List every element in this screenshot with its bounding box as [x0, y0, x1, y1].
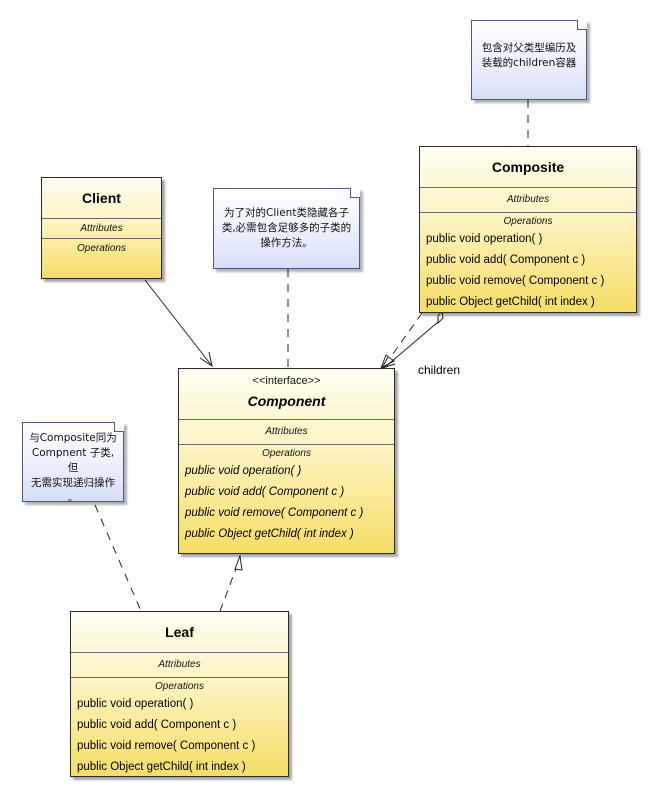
leaf-class[interactable]: Leaf Attributes Operations public void o…	[70, 611, 289, 777]
children-aggregation-diamond	[437, 309, 444, 325]
client-operations-section: Operations	[42, 238, 161, 258]
leaf-realization-line	[219, 565, 238, 612]
note-line: 操作方法。	[260, 237, 313, 249]
note-line: 装载的children容器	[481, 57, 577, 69]
component-interface-title: Component	[247, 393, 326, 409]
note-fold	[577, 20, 587, 30]
component-operation[interactable]: public void add( Component c )	[185, 486, 345, 498]
client-association-line	[144, 279, 213, 367]
note-line: 与Composite同为	[29, 432, 117, 444]
composite-class-title: Composite	[491, 159, 565, 175]
composite-operations-section: Operations public void operation( ) publ…	[420, 212, 636, 313]
note-fold	[114, 422, 124, 432]
leaf-attributes-section: Attributes	[71, 652, 288, 677]
component-operation[interactable]: public void remove( Component c )	[185, 507, 364, 519]
leaf-note-link	[94, 504, 142, 612]
component-stereotype: <<interface>>	[252, 375, 321, 387]
component-operation[interactable]: public Object getChild( int index )	[185, 528, 354, 540]
composite-attributes-section: Attributes	[420, 187, 636, 212]
component-operation[interactable]: public void operation( )	[185, 465, 302, 477]
leaf-operation[interactable]: public Object getChild( int index )	[77, 761, 246, 773]
children-role-label: children	[418, 363, 461, 377]
component-operations-section: Operations public void operation( ) publ…	[179, 444, 394, 545]
composite-note: 包含对父类型编历及 装载的children容器	[471, 20, 587, 100]
component-interface[interactable]: <<interface>> Component Attributes Opera…	[178, 368, 395, 554]
leaf-operations-section: Operations public void operation( ) publ…	[71, 677, 288, 778]
component-attributes-section: Attributes	[179, 419, 394, 444]
leaf-operations-header: Operations	[155, 681, 204, 692]
client-association-arrowhead	[199, 351, 213, 368]
composite-operation[interactable]: public void remove( Component c )	[426, 275, 605, 287]
leaf-class-title: Leaf	[165, 624, 194, 640]
note-line: 。	[67, 492, 79, 504]
leaf-operation[interactable]: public void operation( )	[77, 698, 194, 710]
component-operations-header: Operations	[262, 448, 311, 459]
children-aggregation-line	[383, 321, 439, 369]
leaf-realization-arrowhead	[234, 554, 243, 571]
component-note: 为了对的Client类隐藏各子 类,必需包含足够多的子类的 操作方法。	[213, 188, 360, 269]
client-class-title: Client	[82, 190, 121, 206]
composite-class[interactable]: Composite Attributes Operations public v…	[419, 146, 637, 313]
note-line: 无需实现递归操作	[31, 477, 115, 489]
composite-operation[interactable]: public void add( Component c )	[426, 254, 586, 266]
leaf-operation[interactable]: public void remove( Component c )	[77, 740, 256, 752]
composite-operation[interactable]: public void operation( )	[426, 233, 543, 245]
note-line: Compnent 子类,但	[31, 447, 115, 474]
note-line: 类,必需包含足够多的子类的	[221, 222, 352, 234]
composite-operation[interactable]: public Object getChild( int index )	[426, 296, 595, 308]
composite-operations-header: Operations	[503, 216, 553, 227]
leaf-operation[interactable]: public void add( Component c )	[77, 719, 237, 731]
client-class[interactable]: Client Attributes Operations	[41, 177, 162, 279]
note-fold	[350, 188, 360, 198]
composite-realization-line	[389, 312, 423, 359]
note-line: 为了对的Client类隐藏各子	[224, 207, 349, 219]
client-attributes-section: Attributes	[42, 218, 161, 238]
note-line: 包含对父类型编历及	[481, 42, 577, 54]
leaf-note: 与Composite同为 Compnent 子类,但 无需实现递归操作 。	[22, 422, 124, 504]
